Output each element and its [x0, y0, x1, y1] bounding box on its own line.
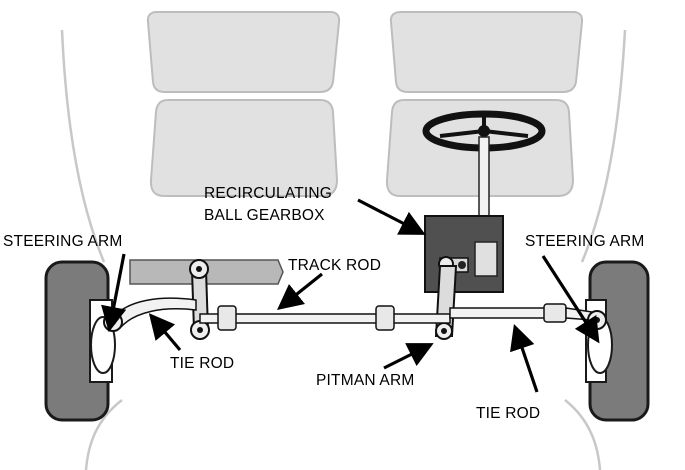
label-track-rod: TRACK ROD: [288, 257, 381, 274]
label-ball-gearbox: BALL GEARBOX: [204, 207, 325, 224]
label-recirculating: RECIRCULATING: [204, 185, 332, 202]
gearbox-arrow: [357, 198, 426, 235]
left-seat-base: [149, 99, 339, 197]
track-rod: [199, 305, 451, 331]
label-steering-arm-right: STEERING ARM: [525, 233, 645, 250]
steering-wheel: [422, 110, 546, 152]
car-body-outline: [60, 29, 627, 470]
left-tie-rod: [103, 297, 197, 332]
right-seat-back: [389, 11, 584, 93]
label-tie-rod-right: TIE ROD: [476, 405, 540, 422]
pitman-arm: [434, 265, 458, 340]
label-steering-arm-left: STEERING ARM: [3, 233, 123, 250]
right-wheel: [585, 260, 650, 422]
left-wheel: [44, 260, 116, 422]
leader-arrows: [101, 198, 600, 393]
track-rod-arrow: [277, 272, 323, 310]
seats: [146, 11, 584, 197]
pitman-arm-arrow: [383, 343, 434, 370]
tie-rod-left-arrow: [148, 313, 182, 352]
label-tie-rod-left: TIE ROD: [170, 355, 234, 372]
steering-arm-right-arrow: [541, 255, 600, 344]
left-seat-back: [146, 11, 341, 93]
tie-rod-right-arrow: [510, 323, 539, 393]
recirculating-ball-gearbox: [424, 215, 504, 293]
label-pitman-arm: PITMAN ARM: [316, 372, 414, 389]
steering-arm-left-arrow: [101, 253, 127, 333]
